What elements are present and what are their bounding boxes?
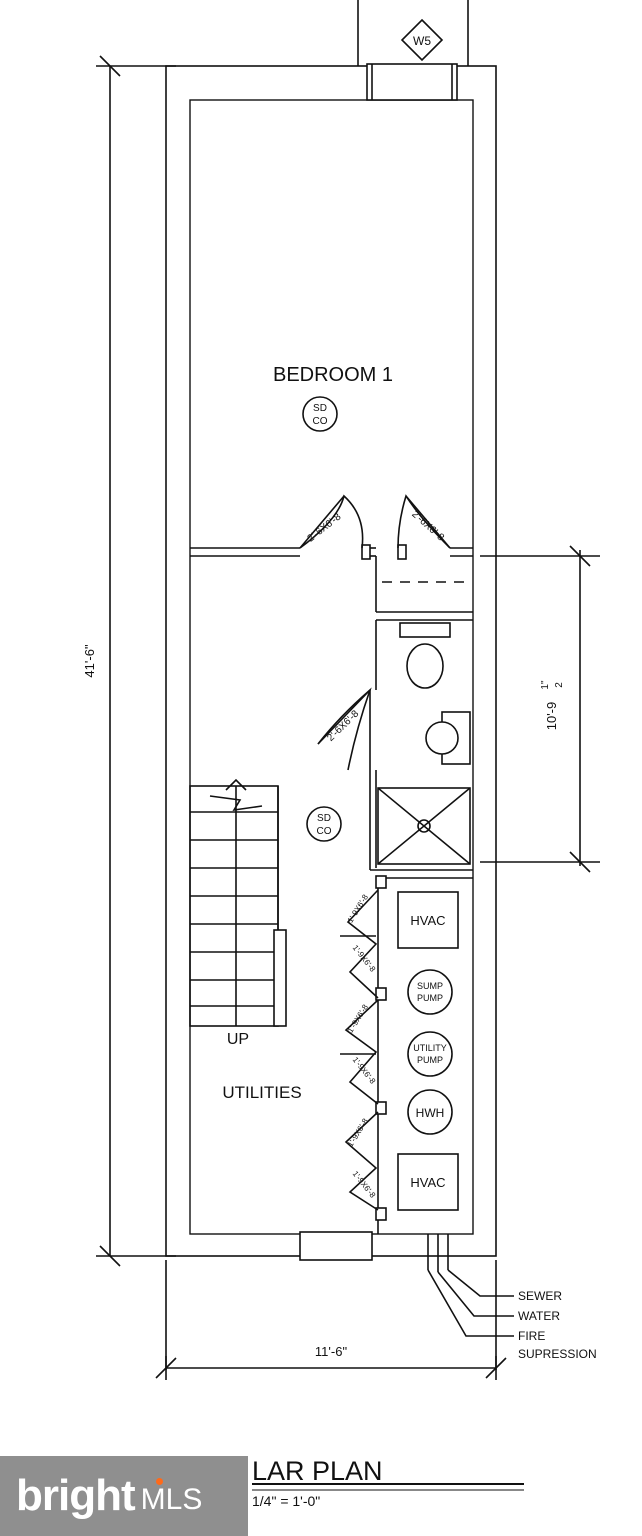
hwh-label: HWH [416,1106,445,1120]
stair-outline [189,785,279,1027]
door-label-utility-5: 1'-9X6'-8 [346,1116,371,1148]
outer-wall [165,65,497,1257]
sewer-label: SEWER [518,1289,562,1303]
utilities-label: UTILITIES [222,1083,301,1102]
door-label-bedroom-right: 2'-6X6'-8 [409,509,446,544]
window-tag-label: W5 [413,34,431,48]
stair-up-label: UP [227,1031,249,1048]
utility-pump-label-1: UTILITY [413,1043,447,1053]
smoke-detector-1-line2: CO [313,416,328,427]
watermark-dot-icon [156,1478,163,1485]
utility-pump-label-2: PUMP [417,1055,443,1065]
bath-depth-dimension: 10'-9 [544,702,559,731]
door-label-bedroom-left: 2'-6X6'-8 [306,511,344,544]
hvac-bottom-label: HVAC [410,1175,445,1190]
overall-depth-dimension: 41'-6" [82,644,97,678]
hvac-top-box [397,891,459,949]
door-label-utility-4: 1'-9X6'-8 [351,1055,378,1086]
plan-scale: 1/4" = 1'-0" [252,1493,320,1509]
door-label-bath: 2'-6X6'-8 [325,708,361,744]
door-label-utility-3: 1'-9X6'-8 [346,1002,371,1034]
window-tag-diamond [400,18,444,62]
bedroom-label: BEDROOM 1 [273,364,393,386]
door-label-utility-2: 1'-9X6'-8 [351,943,378,974]
sump-pump-label-1: SUMP [417,981,443,991]
sump-pump-label-2: PUMP [417,993,443,1003]
watermark-mls: MLS [140,1483,203,1516]
overall-width-dimension: 11'-6" [315,1344,348,1359]
supression-label: SUPRESSION [518,1347,597,1361]
top-window [366,63,458,101]
fire-label: FIRE [518,1329,545,1343]
smoke-detector-1-line1: SD [313,403,327,414]
hvac-top-label: HVAC [410,913,445,928]
water-label: WATER [518,1309,560,1323]
plan-title: LAR PLAN [252,1456,383,1486]
smoke-detector-2-line1: SD [317,813,331,824]
smoke-detector-2-line2: CO [317,826,332,837]
brightmls-watermark: bright MLS [0,1456,248,1536]
hvac-bottom-box [397,1153,459,1211]
bath-depth-fraction: 1" [540,680,551,690]
door-label-utility-1: 1'-9X6'-8 [346,892,371,924]
watermark-brand: bright [16,1471,136,1520]
bath-depth-denominator: 2 [554,682,565,688]
bottom-door-opening [299,1231,373,1261]
